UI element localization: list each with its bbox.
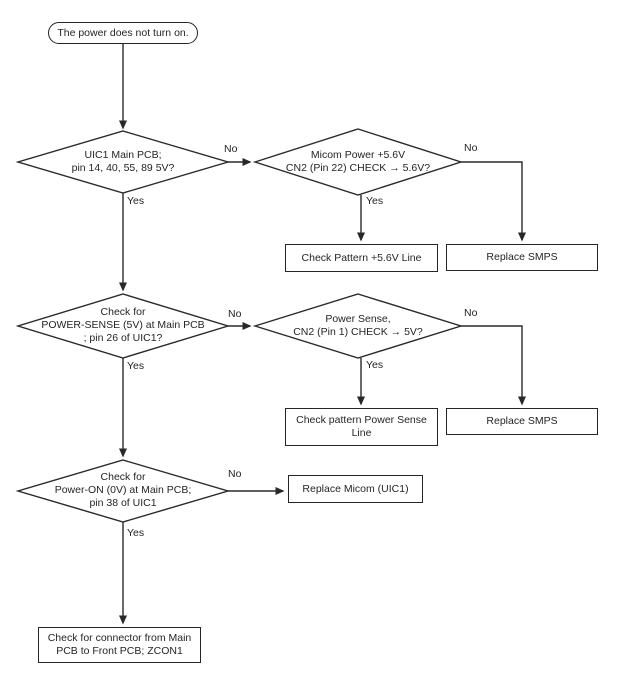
decision-uic1-5v-label: UIC1 Main PCB; pin 14, 40, 55, 89 5V?	[71, 149, 175, 174]
replace-smps-label-2: Replace SMPS	[486, 415, 558, 427]
edge-label-d4-yes: Yes	[366, 359, 384, 371]
decision-micom-power-label: Micom Power +5.6V CN2 (Pin 22) CHECK → 5…	[285, 149, 431, 174]
decision-diamond-micom-power	[252, 128, 464, 196]
edge-label-d5-yes: Yes	[127, 527, 145, 539]
edge-label-d1-yes: Yes	[127, 195, 145, 207]
replace-micom-box: Replace Micom (UIC1)	[288, 475, 423, 503]
check-pattern-56v-label: Check Pattern +5.6V Line	[301, 251, 422, 264]
check-connector-box: Check for connector from Main PCB to Fro…	[38, 627, 201, 663]
edge-label-d3-no: No	[228, 308, 242, 320]
edge-label-d2-no: No	[464, 142, 478, 154]
decision-power-sense-cn2-label: Power Sense, CN2 (Pin 1) CHECK → 5V?	[293, 313, 423, 338]
check-connector-label: Check for connector from Main PCB to Fro…	[47, 632, 192, 657]
decision-power-on-label: Check for Power-ON (0V) at Main PCB; pin…	[54, 471, 192, 509]
edge-label-d2-yes: Yes	[366, 195, 384, 207]
replace-smps-box-2: Replace SMPS	[446, 408, 598, 435]
decision-diamond-power-sense-cn2	[252, 293, 464, 359]
decision-power-sense-label: Check for POWER-SENSE (5V) at Main PCB ;…	[41, 306, 205, 344]
connector-d2-no-to-replace-smps	[461, 161, 526, 242]
check-pattern-power-sense-label: Check pattern Power Sense Line	[296, 414, 427, 439]
start-node-label: The power does not turn on.	[57, 26, 189, 39]
replace-smps-box-1: Replace SMPS	[446, 244, 598, 271]
edge-label-d5-no: No	[228, 468, 242, 480]
check-pattern-56v-box: Check Pattern +5.6V Line	[285, 244, 438, 272]
edge-label-d3-yes: Yes	[127, 360, 145, 372]
replace-smps-label-1: Replace SMPS	[486, 251, 558, 263]
connector-d4-no-to-replace-smps	[461, 325, 526, 406]
edge-label-d1-no: No	[224, 143, 238, 155]
check-pattern-power-sense-box: Check pattern Power Sense Line	[285, 408, 438, 446]
start-node: The power does not turn on.	[48, 22, 198, 44]
edge-label-d4-no: No	[464, 307, 478, 319]
replace-micom-label: Replace Micom (UIC1)	[302, 482, 409, 495]
